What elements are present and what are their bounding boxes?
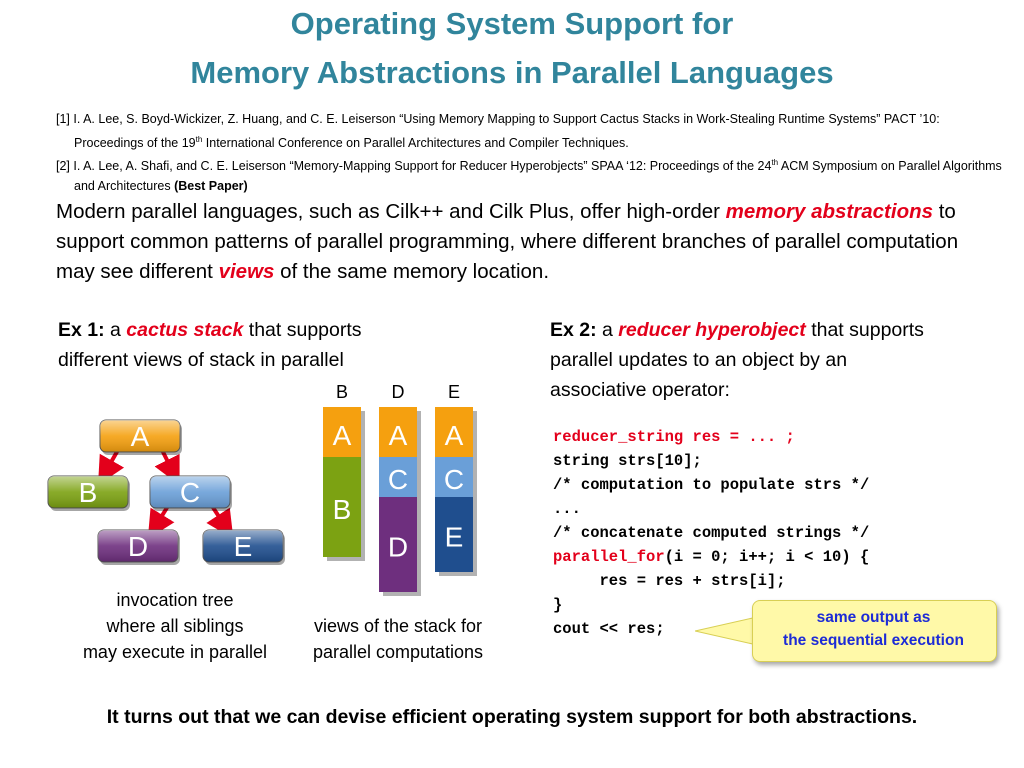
tree-node-label-C: C: [180, 477, 200, 508]
stack-frame-label: A: [445, 420, 464, 451]
reference-2: [2] I. A. Lee, A. Shafi, and C. E. Leise…: [56, 158, 1002, 193]
cactus-stack-term: cactus stack: [126, 319, 244, 341]
stack-column-header-E: E: [448, 382, 460, 402]
reducer-hyperobject-term: reducer hyperobject: [618, 319, 806, 341]
stack-frame-label: B: [333, 494, 352, 525]
stack-frame-B-B: B: [323, 457, 361, 557]
tree-node-label-E: E: [234, 531, 253, 562]
stack-frame-E-C: C: [435, 457, 473, 497]
callout-bubble: [752, 600, 997, 662]
stack-frame-label: C: [444, 464, 464, 495]
tree-node-C: C: [149, 475, 232, 511]
code-line-4: ...: [553, 500, 581, 518]
tree-node-A: A: [99, 419, 182, 455]
stack-frame-D-C: C: [379, 457, 417, 497]
code-line-1: reducer_string res = ... ;: [553, 428, 795, 446]
stack-frame-label: A: [389, 420, 408, 451]
tree-node-label-A: A: [131, 421, 150, 452]
tree-node-label-D: D: [128, 531, 148, 562]
tree-node-D: D: [97, 529, 180, 565]
tree-edge-C-D: [147, 504, 175, 539]
code-line-2: string strs[10];: [553, 452, 702, 470]
code-line-5: /* concatenate computed strings */: [553, 524, 870, 542]
tree-caption: invocation tree where all siblings may e…: [82, 590, 268, 662]
tree-edge-C-E: [206, 504, 234, 539]
stack-frame-B-A: A: [323, 407, 361, 457]
code-line-7: res = res + strs[i];: [553, 572, 786, 590]
stack-frame-label: A: [333, 420, 352, 451]
example-1-heading: Ex 1: a cactus stack that supports diffe…: [58, 319, 362, 371]
code-line-3: /* computation to populate strs */: [553, 476, 870, 494]
stack-frame-label: D: [388, 532, 408, 563]
reference-1: [1] I. A. Lee, S. Boyd-Wickizer, Z. Huan…: [56, 112, 940, 150]
stack-frame-D-D: D: [379, 497, 417, 592]
conclusion-statement: It turns out that we can devise efficien…: [106, 706, 918, 728]
code-line-9: cout << res;: [553, 620, 665, 638]
slide-title-line-2: Memory Abstractions in Parallel Language…: [190, 55, 834, 90]
callout-text: same output as the sequential execution: [783, 609, 964, 649]
slide-title-line-1: Operating System Support for: [290, 6, 734, 41]
stack-frame-label: C: [388, 464, 408, 495]
tree-edge-A-B: [98, 449, 125, 485]
tree-node-E: E: [202, 529, 285, 565]
stack-frame-D-A: A: [379, 407, 417, 457]
stack-frame-label: E: [445, 522, 464, 553]
stack-frame-E-E: E: [435, 497, 473, 572]
stack-column-header-B: B: [336, 382, 348, 402]
stack-caption: views of the stack for parallel computat…: [312, 616, 484, 662]
tree-edge-A-C: [154, 449, 180, 486]
tree-node-label-B: B: [79, 477, 98, 508]
code-line-8: }: [553, 596, 563, 614]
views-term: views: [218, 260, 275, 283]
code-line-6: parallel_for(i = 0; i++; i < 10) {: [553, 548, 870, 566]
code-block: reducer_string res = ... ; string strs[10…: [553, 425, 869, 641]
best-paper-note: (Best Paper): [174, 178, 248, 193]
intro-paragraph: Modern parallel languages, such as Cilk+…: [56, 200, 959, 283]
stack-column-header-D: D: [392, 382, 405, 402]
invocation-tree: A B C D E: [47, 419, 285, 565]
tree-node-B: B: [47, 475, 130, 511]
memory-abstractions-term: memory abstractions: [725, 200, 934, 223]
code-keyword: parallel_for: [553, 548, 665, 566]
stack-frame-E-A: A: [435, 407, 473, 457]
references: [1] I. A. Lee, S. Boyd-Wickizer, Z. Huan…: [56, 110, 1006, 196]
example-2-heading: Ex 2: a reducer hyperobject that support…: [550, 319, 924, 401]
